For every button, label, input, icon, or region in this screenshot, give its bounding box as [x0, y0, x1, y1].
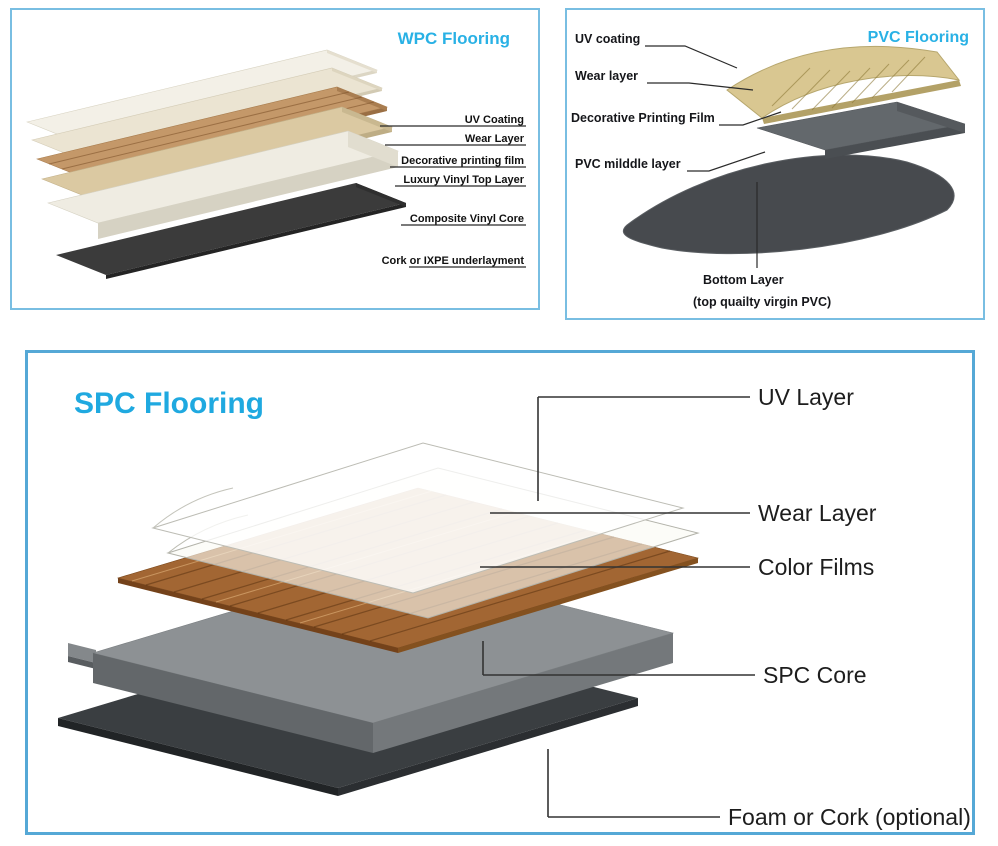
spc-leader-lines — [480, 396, 755, 818]
wpc-label-underlayment: Cork or IXPE underlayment — [382, 255, 525, 267]
pvc-label-uv: UV coating — [575, 32, 640, 46]
wpc-layer-underlayment — [56, 183, 406, 279]
spc-label-foam: Foam or Cork (optional) — [728, 804, 971, 830]
wpc-title: WPC Flooring — [398, 29, 510, 48]
wpc-leader-lines — [380, 125, 526, 268]
spc-diagram: SPC Flooring — [58, 384, 971, 830]
spc-label-uv: UV Layer — [758, 384, 854, 410]
wpc-label-core: Composite Vinyl Core — [410, 213, 524, 225]
pvc-label-bottom-sub: (top quailty virgin PVC) — [693, 295, 831, 309]
pvc-title: PVC Flooring — [868, 29, 969, 46]
wpc-label-film: Decorative printing film — [401, 155, 524, 167]
pvc-diagram: PVC Flooring — [571, 29, 969, 309]
pvc-label-wear: Wear layer — [575, 69, 638, 83]
spc-layer-uv-sheet — [151, 442, 685, 594]
pvc-panel: PVC Flooring — [565, 8, 985, 320]
pvc-layer-middle — [756, 101, 966, 159]
spc-label-core: SPC Core — [763, 662, 867, 688]
pvc-layer-wood-sheet — [726, 45, 961, 124]
spc-label-wear: Wear Layer — [758, 500, 877, 526]
pvc-label-middle: PVC milddle layer — [575, 157, 681, 171]
pvc-wood-grain-lines — [771, 56, 926, 111]
pvc-label-bottom: Bottom Layer — [703, 273, 784, 287]
wpc-diagram: WPC Flooring — [26, 29, 526, 279]
wpc-panel: WPC Flooring — [10, 8, 540, 310]
pvc-layer-bottom — [622, 154, 955, 255]
pvc-leader-lines — [645, 45, 782, 268]
pvc-label-film: Decorative Printing Film — [571, 111, 715, 125]
wpc-label-luxury: Luxury Vinyl Top Layer — [403, 174, 524, 186]
spc-title: SPC Flooring — [74, 387, 264, 420]
wpc-label-wear: Wear Layer — [465, 133, 525, 145]
spc-label-film: Color Films — [758, 554, 874, 580]
wpc-label-uv: UV Coating — [465, 114, 524, 126]
wpc-layer-core — [47, 130, 399, 239]
spc-panel: SPC Flooring — [25, 350, 975, 835]
